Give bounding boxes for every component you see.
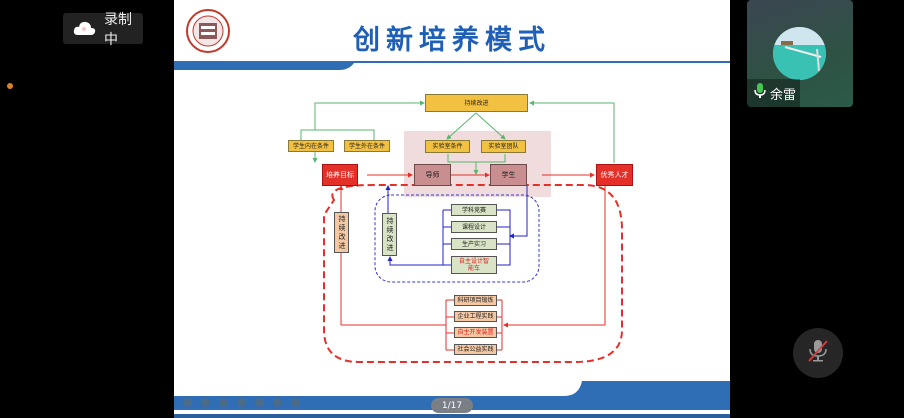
node-continuous-improvement-top: 持续改进 bbox=[425, 94, 528, 112]
avatar bbox=[773, 27, 826, 80]
page-indicator: 1/17 bbox=[431, 398, 473, 413]
header-band bbox=[174, 61, 730, 70]
node-training-goal: 培养目标 bbox=[322, 164, 358, 186]
node-mentor: 导师 bbox=[414, 164, 451, 186]
inner-item-highlight: 自主设计智能车 bbox=[451, 256, 497, 274]
status-dot bbox=[7, 83, 13, 89]
outer-item-highlight: 自主开发装置 bbox=[454, 327, 497, 338]
outer-dashed-loop bbox=[323, 184, 623, 363]
node-lab-conditions: 实验室条件 bbox=[425, 140, 470, 153]
node-continuous-improvement-left: 持续改进 bbox=[334, 212, 349, 253]
participant-name: 余雷 bbox=[770, 87, 797, 103]
inner-item: 生产实习 bbox=[451, 238, 497, 250]
recording-label: 录制中 bbox=[104, 11, 132, 48]
outer-item: 科研项目锻炼 bbox=[454, 295, 497, 306]
prev-icon[interactable] bbox=[183, 398, 192, 407]
inner-item: 学科竞赛 bbox=[451, 204, 497, 216]
node-continuous-improvement-inner: 持续改进 bbox=[382, 213, 397, 256]
node-excellent-talent: 优秀人才 bbox=[596, 164, 633, 186]
screen-icon[interactable] bbox=[273, 398, 282, 407]
mute-toggle-button[interactable] bbox=[793, 328, 843, 378]
recording-badge[interactable]: 录制中 bbox=[63, 12, 143, 48]
inner-item: 课程设计 bbox=[451, 221, 497, 233]
inner-dashed-loop bbox=[374, 194, 540, 283]
shared-slide: 创新培养模式 bbox=[174, 0, 730, 418]
focus-icon[interactable] bbox=[237, 398, 246, 407]
camera-icon[interactable] bbox=[255, 398, 264, 407]
more-icon[interactable] bbox=[291, 398, 300, 407]
node-student-internal: 学生内在条件 bbox=[288, 140, 334, 152]
node-student-external: 学生外在条件 bbox=[344, 140, 390, 152]
pen-icon[interactable] bbox=[219, 398, 228, 407]
outer-item: 社会公益实践 bbox=[454, 344, 497, 355]
cloud-icon bbox=[72, 19, 98, 39]
participant-name-bar: 余雷 bbox=[747, 79, 800, 107]
participant-tile[interactable]: 余雷 bbox=[747, 0, 853, 107]
node-lab-team: 实验室团队 bbox=[481, 140, 526, 153]
node-student: 学生 bbox=[490, 164, 527, 186]
mic-active-icon bbox=[754, 83, 766, 103]
university-logo bbox=[186, 9, 230, 53]
mic-muted-icon bbox=[807, 339, 829, 367]
slide-title: 创新培养模式 bbox=[353, 25, 551, 56]
outer-item: 企业工程实践 bbox=[454, 311, 497, 322]
next-icon[interactable] bbox=[201, 398, 210, 407]
slide-toolbar bbox=[183, 398, 300, 407]
